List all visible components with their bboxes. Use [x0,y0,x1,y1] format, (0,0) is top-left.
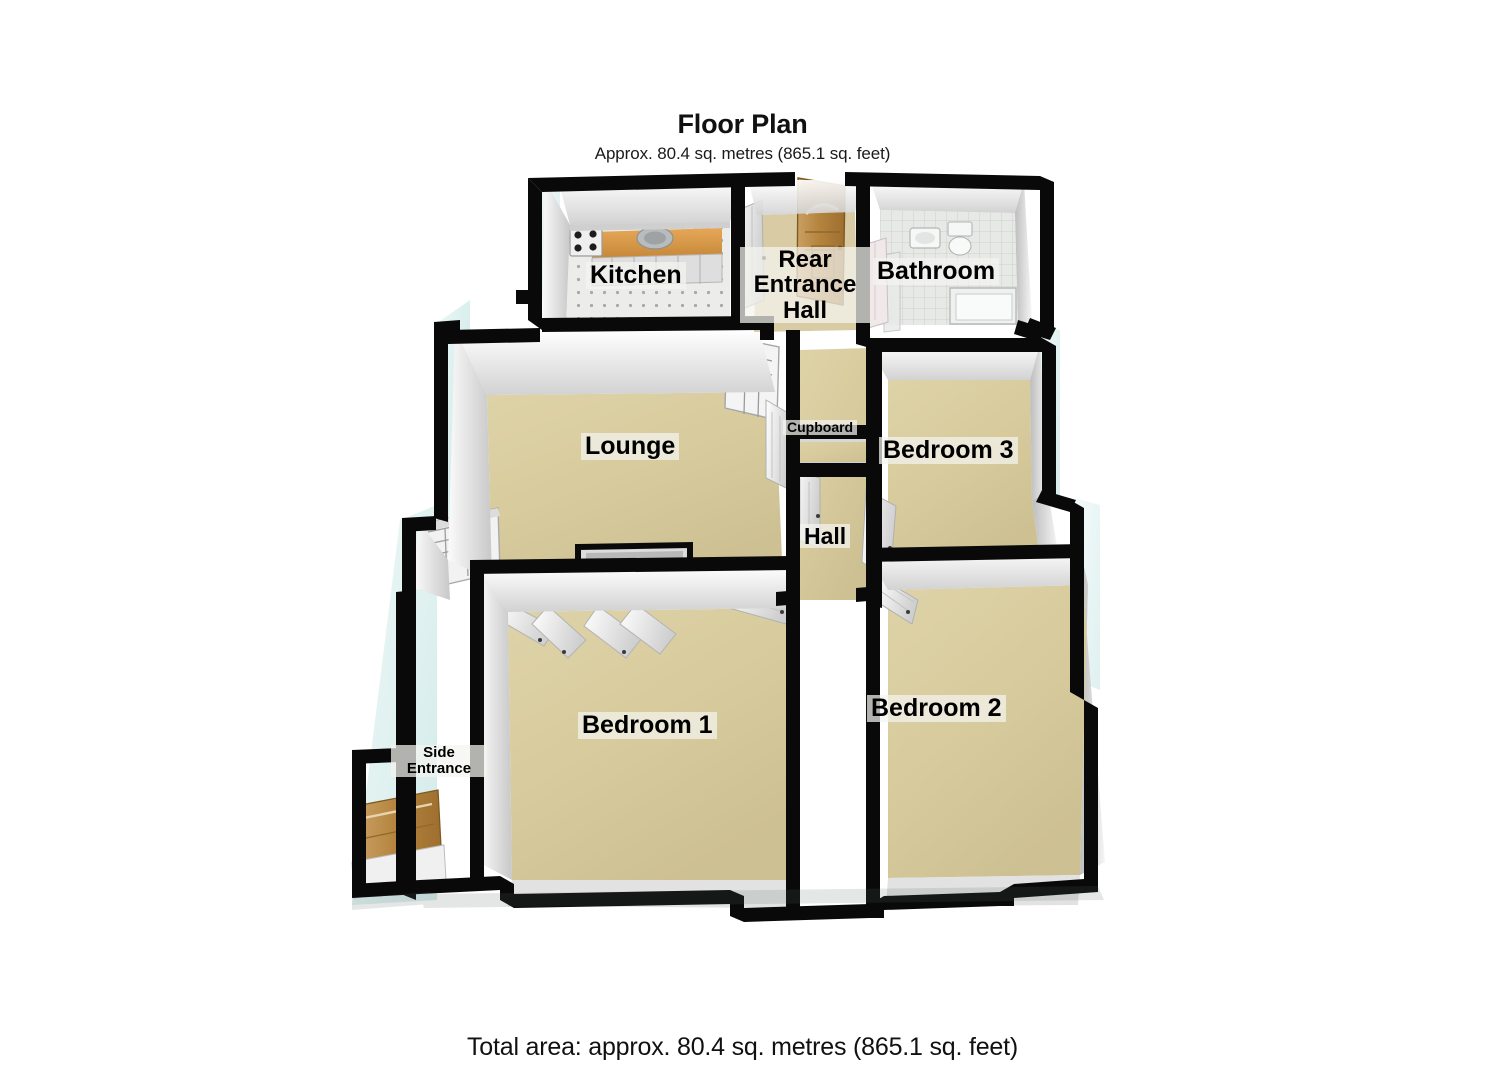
kitchen-fixtures [569,219,730,287]
bedroom2-floor [888,585,1088,878]
toilet [947,221,973,256]
ground-shadow [352,886,1104,910]
wardrobe-doors [495,601,677,659]
lounge-floor [487,392,782,580]
bedroom3-floor [888,380,1040,566]
bedroom1-floor [508,608,790,880]
total-area-text: Total area: approx. 80.4 sq. metres (865… [466,1033,1018,1061]
hob-cooker [569,227,603,257]
footer-block: Total area: approx. 80.4 sq. metres (865… [0,1033,1485,1062]
